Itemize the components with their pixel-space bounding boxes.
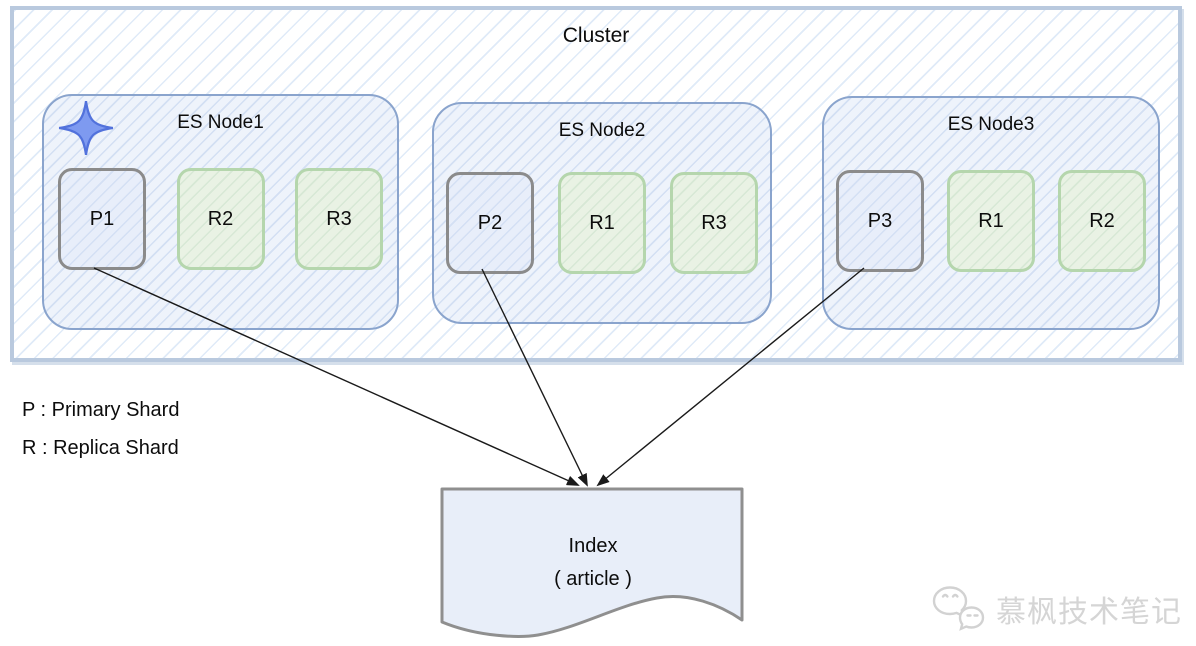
node-title: ES Node1 bbox=[177, 112, 264, 133]
shard-label: R2 bbox=[207, 207, 234, 230]
shard-label: P1 bbox=[89, 207, 115, 230]
shard-p3: P3 bbox=[836, 170, 924, 272]
legend-replica: R : Replica Shard bbox=[22, 437, 179, 459]
cluster-title: Cluster bbox=[562, 24, 630, 47]
shard-r1: R1 bbox=[947, 170, 1035, 272]
sparkle-star-icon bbox=[58, 100, 114, 156]
shard-r3: R3 bbox=[295, 168, 383, 270]
shard-label: R3 bbox=[701, 211, 727, 234]
shard-label: R1 bbox=[589, 211, 615, 234]
index-label-line1: Index bbox=[568, 535, 618, 557]
watermark: 慕枫技术笔记 bbox=[930, 584, 1182, 634]
node-es-node2: ES Node2 P2 R1 R3 bbox=[432, 102, 772, 324]
shard-label: P2 bbox=[477, 211, 503, 234]
shard-r2: R2 bbox=[1058, 170, 1146, 272]
node-title: ES Node3 bbox=[947, 114, 1035, 135]
legend-primary: P : Primary Shard bbox=[22, 399, 180, 421]
document-outline bbox=[440, 487, 744, 638]
shard-row: P2 R1 R3 bbox=[434, 172, 770, 274]
shard-row: P1 R2 R3 bbox=[44, 168, 397, 270]
watermark-text: 慕枫技术笔记 bbox=[996, 596, 1182, 629]
shard-r1: R1 bbox=[558, 172, 646, 274]
node-title: ES Node2 bbox=[558, 120, 646, 141]
shard-label: P3 bbox=[867, 209, 893, 232]
node-es-node3: ES Node3 P3 R1 R2 bbox=[822, 96, 1160, 330]
wechat-icon bbox=[930, 584, 988, 634]
shard-label: R1 bbox=[978, 209, 1004, 232]
shard-row: P3 R1 R2 bbox=[824, 170, 1158, 272]
node-es-node1: ES Node1 P1 R2 R3 bbox=[42, 94, 399, 330]
shard-label: R3 bbox=[326, 207, 352, 230]
index-document-shape: Index ( article ) bbox=[438, 486, 748, 646]
shard-p2: P2 bbox=[446, 172, 534, 274]
legend: P : Primary Shard R : Replica Shard bbox=[22, 391, 179, 467]
cluster-container: Cluster ES Node1 P1 R2 R3 ES Node2 P2 R1… bbox=[10, 6, 1182, 362]
shard-r3: R3 bbox=[670, 172, 758, 274]
index-label: Index ( article ) bbox=[438, 530, 748, 596]
shard-label: R2 bbox=[1089, 209, 1115, 232]
shard-p1: P1 bbox=[58, 168, 146, 270]
shard-r2: R2 bbox=[176, 168, 265, 270]
index-label-line2: ( article ) bbox=[554, 568, 632, 590]
